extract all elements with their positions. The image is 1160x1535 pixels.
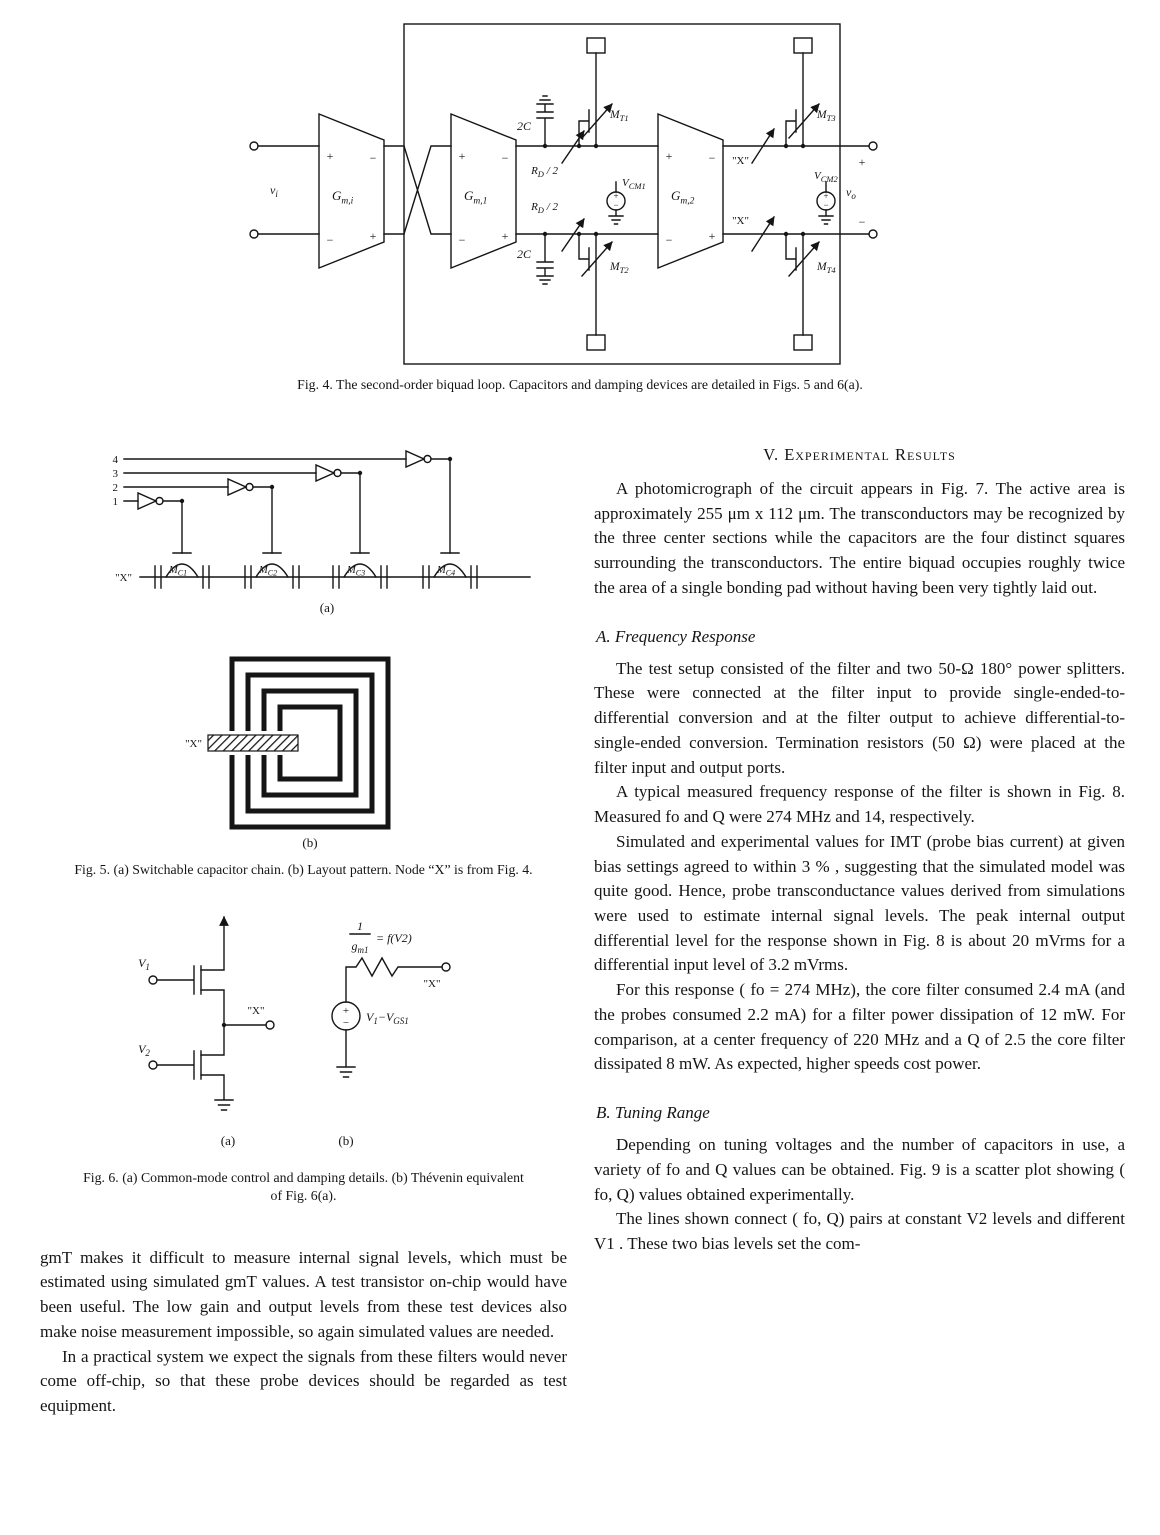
fig5b-x-label: "X" — [185, 738, 202, 750]
fig6b-x-label: "X" — [424, 978, 441, 990]
fig6a-v1-label: V1 — [138, 956, 150, 972]
tuning-range-paragraph-2: The lines shown connect ( fo, Q) pairs a… — [594, 1209, 1125, 1254]
fig5a-mc3-label: MC3 — [346, 565, 365, 578]
fig5b-layout: "X" (b) — [185, 656, 391, 850]
left-paragraph-practical: In a practical system we expect the sign… — [40, 1346, 567, 1416]
fig4-vcm2-minus: − — [823, 200, 828, 210]
fig4-vcm1-minus: − — [613, 200, 618, 210]
fig6b-wiring — [331, 933, 451, 1078]
fig6a-sublabel: (a) — [221, 1133, 235, 1148]
fig6b-frac-rhs: = f(V2) — [376, 931, 412, 945]
fig4-mt2-label: MT2 — [609, 261, 629, 275]
fig4-gm1-minus-top: − — [502, 151, 509, 165]
fig4-mt3-label: MT3 — [816, 109, 836, 123]
fig4-gmi-plus-bot: + — [370, 229, 377, 243]
fig4-gm1-label: Gm,1 — [464, 188, 487, 207]
fig4-2c-top-label: 2C — [517, 119, 532, 133]
fig4-output-plus: + — [859, 155, 866, 169]
figure-6-caption: Fig. 6. (a) Common-mode control and damp… — [83, 1170, 524, 1204]
left-column: 4 3 2 1 "X" MC1 MC2 MC3 MC4 (a) — [40, 443, 567, 1419]
figure-4-caption: Fig. 4. The second-order biquad loop. Ca… — [297, 377, 863, 392]
fig5a-wiring — [123, 449, 531, 589]
tuning-range-paragraph-1: Depending on tuning voltages and the num… — [594, 1135, 1125, 1204]
right-column: V. Experimental Results A photomicrograp… — [594, 443, 1125, 1257]
fig6a-node-dot — [221, 1023, 227, 1028]
fig4-gmi-label: Gm,i — [332, 188, 354, 207]
fig4-gmi-minus-top: − — [370, 151, 377, 165]
experimental-results-paragraph: A photomicrograph of the circuit appears… — [594, 479, 1125, 597]
subsection-a-heading: A. Frequency Response — [596, 626, 756, 646]
fig4-vcm2-label: VCM2 — [814, 170, 838, 184]
left-paragraph-gmt: gmT makes it difficult to measure intern… — [40, 1247, 567, 1341]
fig4-vcm2-plus: + — [823, 191, 828, 201]
fig4-vcm1-plus: + — [613, 191, 618, 201]
fig5a-schematic: 4 3 2 1 "X" MC1 MC2 MC3 MC4 (a) — [113, 449, 531, 615]
fig6a-x-label: "X" — [248, 1005, 265, 1017]
fig4-mt1-label: MT1 — [609, 109, 629, 123]
fig4-x-top-label: "X" — [732, 155, 749, 167]
fig4-junction-dots — [542, 143, 806, 237]
fig6a-wiring — [148, 916, 275, 1111]
fig4-vcm1-label: VCM1 — [622, 177, 646, 191]
fig6b-frac-denominator: gm1 — [352, 939, 369, 955]
fig5a-line2-label: 2 — [113, 482, 119, 494]
fig4-gm2-minus-bot: − — [666, 233, 673, 247]
fig5a-line4-label: 4 — [113, 454, 119, 466]
fig4-vo-label: vo — [846, 185, 856, 201]
fig5b-sublabel: (b) — [302, 835, 317, 850]
figure-4: vi + − − + Gm,i + − − + Gm,1 + − − + Gm,… — [218, 18, 963, 370]
fig4-gm2-plus-bot: + — [709, 229, 716, 243]
fig4-wiring — [249, 23, 878, 365]
fig5a-junction-dots — [179, 456, 453, 504]
fig4-gm2-label: Gm,2 — [671, 188, 695, 207]
fig4-schematic: vi + − − + Gm,i + − − + Gm,1 + − − + Gm,… — [249, 23, 878, 365]
fig4-gm1-plus-top: + — [459, 149, 466, 163]
fig4-output-minus: − — [859, 215, 866, 229]
fig6b-sublabel: (b) — [338, 1133, 353, 1148]
fig5b-x-bar — [207, 734, 299, 752]
frequency-response-paragraph-2: A typical measured frequency response of… — [594, 782, 1125, 827]
fig4-gm1-plus-bot: + — [502, 229, 509, 243]
fig4-gmi-minus-bot: − — [327, 233, 334, 247]
fig6b-frac-numerator: 1 — [357, 919, 363, 933]
fig4-2c-bottom-label: 2C — [517, 247, 532, 261]
fig6a-v2-label: V2 — [138, 1042, 150, 1058]
fig4-vi-label: vi — [270, 183, 278, 199]
fig6-labels: V1 V2 "X" (a) 1 gm1 = f(V2) "X" + − V1−V… — [138, 919, 440, 1148]
fig6b-source-plus: + — [343, 1005, 349, 1017]
fig6b-source-minus: − — [343, 1017, 349, 1029]
fig6b-source-label: V1−VGS1 — [366, 1010, 409, 1026]
fig5a-x-label: "X" — [115, 572, 132, 584]
figure-5-caption: Fig. 5. (a) Switchable capacitor chain. … — [74, 862, 533, 877]
fig5a-line1-label: 1 — [113, 496, 119, 508]
fig4-gm2-plus-top: + — [666, 149, 673, 163]
fig4-gmi-plus-top: + — [327, 149, 334, 163]
fig4-gm2-minus-top: − — [709, 151, 716, 165]
fig5a-mc4-label: MC4 — [436, 565, 455, 578]
frequency-response-paragraph-3: Simulated and experimental values for IM… — [594, 831, 1125, 975]
fig5b-metal-rings — [229, 656, 391, 830]
subsection-b-heading: B. Tuning Range — [596, 1103, 710, 1123]
fig4-mt4-label: MT4 — [816, 261, 836, 275]
fig4-gm1-minus-bot: − — [459, 233, 466, 247]
frequency-response-paragraph-1: The test setup consisted of the filter a… — [594, 658, 1125, 777]
fig5a-labels: 4 3 2 1 "X" MC1 MC2 MC3 MC4 (a) — [113, 454, 456, 615]
fig5a-mc1-label: MC1 — [168, 565, 187, 578]
section-v-heading: V. Experimental Results — [763, 445, 956, 464]
fig5a-mc2-label: MC2 — [258, 565, 277, 578]
fig6-schematic: V1 V2 "X" (a) 1 gm1 = f(V2) "X" + − V1−V… — [138, 916, 451, 1148]
fig4-rd-bottom-label: RD / 2 — [530, 201, 558, 215]
fig4-rd-top-label: RD / 2 — [530, 165, 558, 179]
fig5a-sublabel: (a) — [320, 600, 334, 615]
frequency-response-paragraph-4: For this response ( fo = 274 MHz), the c… — [594, 980, 1125, 1074]
fig5a-line3-label: 3 — [113, 468, 119, 480]
fig4-x-bottom-label: "X" — [732, 215, 749, 227]
fig4-labels: vi + − − + Gm,i + − − + Gm,1 + − − + Gm,… — [270, 109, 866, 275]
